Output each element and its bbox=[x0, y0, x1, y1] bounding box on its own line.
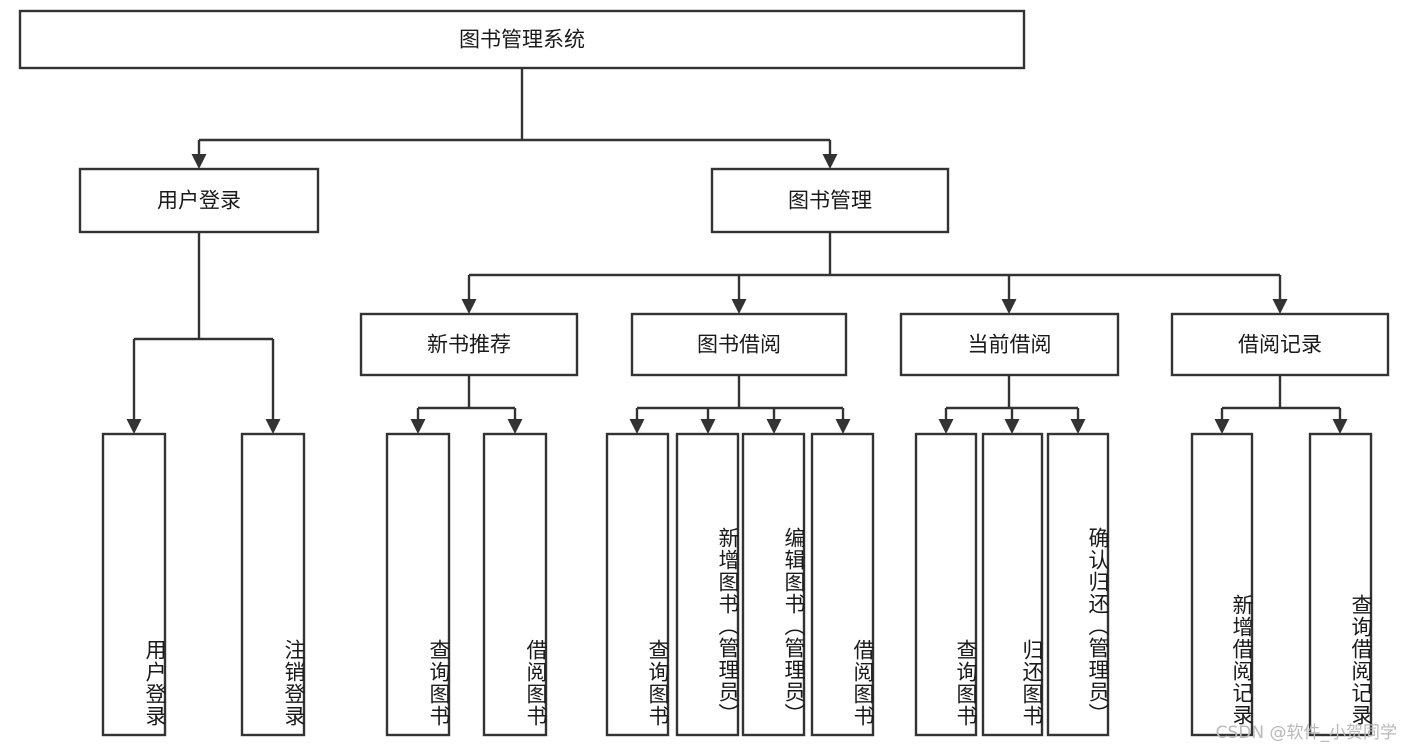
leaf-node-leaf-user-login[interactable] bbox=[101, 432, 167, 737]
arrow-head-icon bbox=[1001, 299, 1017, 314]
leaf-node-leaf-query-book-current[interactable] bbox=[914, 432, 978, 737]
connector-user-login-to-leaves bbox=[134, 232, 273, 341]
node-current-borrow[interactable] bbox=[899, 312, 1120, 377]
node-book-management[interactable] bbox=[710, 167, 950, 234]
arrow-head-icon bbox=[629, 419, 645, 434]
edges-layer bbox=[126, 68, 1348, 434]
leaf-node-leaf-query-borrow-record[interactable] bbox=[1308, 432, 1373, 737]
leaf-node-leaf-confirm-return-admin[interactable] bbox=[1046, 432, 1110, 737]
arrow-head-icon bbox=[507, 419, 523, 434]
leaf-node-leaf-borrow-book[interactable] bbox=[810, 432, 875, 737]
boxes-layer bbox=[18, 9, 1390, 737]
arrow-head-icon bbox=[731, 299, 747, 314]
arrow-head-icon bbox=[1272, 299, 1288, 314]
node-user-login[interactable] bbox=[78, 167, 320, 234]
arrow-head-icon bbox=[191, 154, 207, 169]
connector-book-management-to-level3 bbox=[469, 232, 1280, 277]
leaf-node-leaf-add-borrow-record[interactable] bbox=[1190, 432, 1254, 737]
node-label-current-borrow: 当前借阅 bbox=[968, 333, 1052, 357]
node-label-book-management: 图书管理 bbox=[788, 189, 872, 213]
arrow-head-icon bbox=[1214, 419, 1230, 434]
connector-book-borrow-to-leaves bbox=[637, 375, 843, 410]
connector-borrow-record-to-leaves bbox=[1222, 375, 1340, 410]
node-new-book-recommend[interactable] bbox=[359, 312, 579, 377]
node-label-borrow-record: 借阅记录 bbox=[1238, 333, 1322, 357]
arrow-head-icon bbox=[938, 419, 954, 434]
arrow-head-icon bbox=[461, 299, 477, 314]
connector-current-borrow-to-leaves bbox=[946, 375, 1078, 410]
leaf-node-leaf-return-book[interactable] bbox=[981, 432, 1044, 737]
leaf-node-leaf-borrow-book-recommend[interactable] bbox=[482, 432, 548, 737]
leaf-node-leaf-logout[interactable] bbox=[240, 432, 306, 737]
arrow-head-icon bbox=[700, 419, 716, 434]
leaf-node-leaf-edit-book-admin[interactable] bbox=[741, 432, 806, 737]
leaf-node-leaf-query-book-recommend[interactable] bbox=[385, 432, 451, 737]
leaf-node-leaf-query-book-borrow[interactable] bbox=[605, 432, 670, 737]
arrow-head-icon bbox=[1004, 419, 1020, 434]
node-borrow-record[interactable] bbox=[1170, 312, 1390, 377]
arrow-head-icon bbox=[410, 419, 426, 434]
leaf-node-leaf-add-book-admin[interactable] bbox=[675, 432, 740, 737]
arrow-head-icon bbox=[835, 419, 851, 434]
node-root[interactable] bbox=[18, 9, 1026, 70]
node-label-book-borrow: 图书借阅 bbox=[697, 333, 781, 357]
node-label-user-login: 用户登录 bbox=[157, 189, 241, 213]
connector-new-book-to-leaves bbox=[418, 375, 515, 410]
node-label-root: 图书管理系统 bbox=[459, 28, 585, 52]
arrow-head-icon bbox=[1332, 419, 1348, 434]
arrow-head-icon bbox=[766, 419, 782, 434]
arrow-head-icon bbox=[265, 419, 281, 434]
node-book-borrow[interactable] bbox=[630, 312, 848, 377]
arrow-head-icon bbox=[126, 419, 142, 434]
arrow-head-icon bbox=[1070, 419, 1086, 434]
connector-root-to-level2 bbox=[199, 68, 830, 142]
node-label-new-book-recommend: 新书推荐 bbox=[427, 333, 511, 357]
csdn-watermark: CSDN @软件_小贺同学 bbox=[1215, 723, 1397, 743]
arrow-head-icon bbox=[822, 154, 838, 169]
